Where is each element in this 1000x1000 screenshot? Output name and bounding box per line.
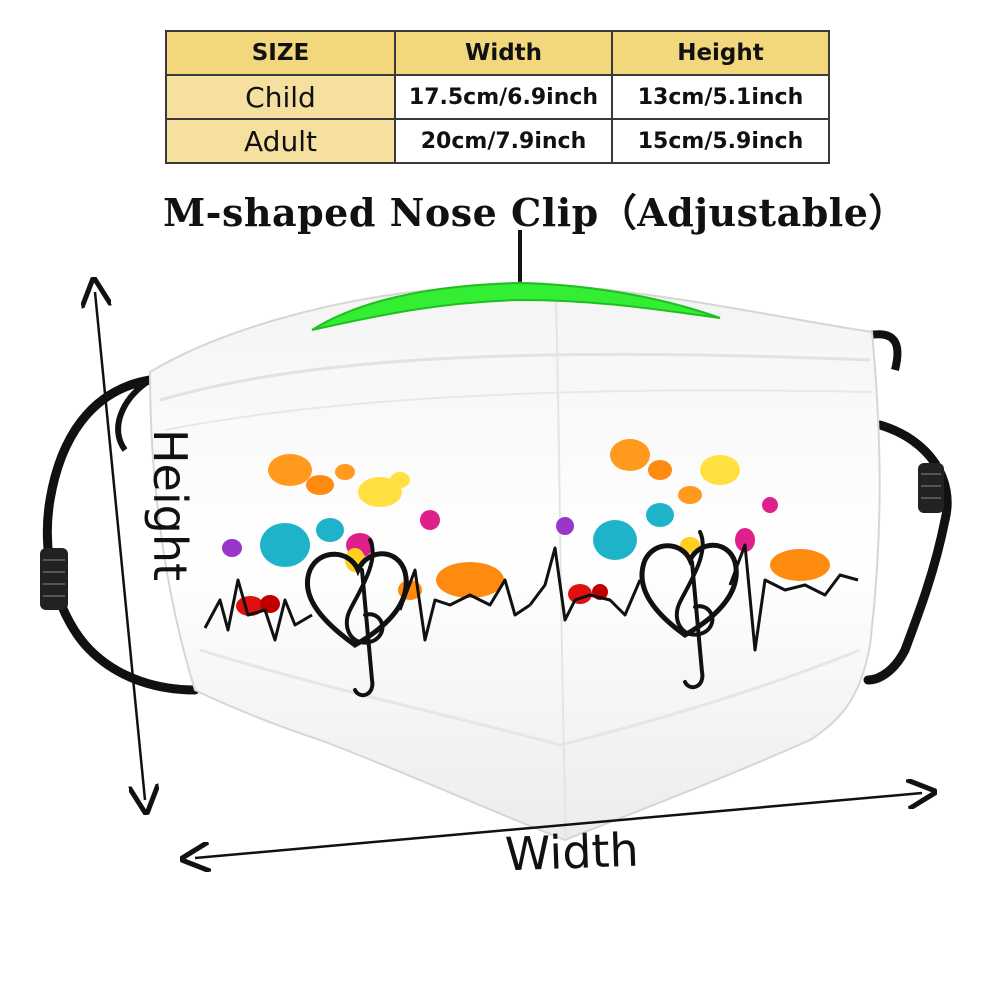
heartbeat-line-icon bbox=[398, 568, 531, 642]
width-value-cell: 20cm/7.9inch bbox=[394, 118, 613, 164]
heartbeat-line-icon bbox=[528, 546, 642, 622]
width-dimension-label: Width bbox=[504, 822, 640, 882]
size-header-cell: SIZE bbox=[165, 30, 396, 76]
heart-treble-clef-icon bbox=[639, 530, 739, 690]
width-value-cell: 17.5cm/6.9inch bbox=[394, 74, 613, 120]
nose-clip-pointer bbox=[518, 230, 522, 282]
size-table-header-row: SIZE Width Height bbox=[165, 30, 830, 76]
width-dimension-arrow bbox=[195, 793, 922, 858]
nose-clip bbox=[311, 281, 721, 331]
left-loop-adjuster bbox=[40, 548, 68, 610]
size-name-cell: Adult bbox=[165, 118, 396, 164]
height-header-cell: Height bbox=[611, 30, 830, 76]
mask-body bbox=[148, 281, 881, 842]
size-name-cell: Child bbox=[165, 74, 396, 120]
table-row: Adult 20cm/7.9inch 15cm/5.9inch bbox=[165, 118, 830, 164]
nose-clip-label: M-shaped Nose Clip（Adjustable） bbox=[163, 190, 907, 235]
heartbeat-line-icon bbox=[203, 578, 313, 642]
width-header-cell: Width bbox=[394, 30, 613, 76]
size-table: SIZE Width Height Child 17.5cm/6.9inch 1… bbox=[165, 30, 830, 164]
height-value-cell: 15cm/5.9inch bbox=[611, 118, 830, 164]
heart-treble-clef-icon bbox=[304, 538, 409, 698]
height-dimension-arrow bbox=[95, 292, 145, 800]
table-row: Child 17.5cm/6.9inch 13cm/5.1inch bbox=[165, 74, 830, 120]
paint-splatter-icon bbox=[222, 454, 504, 616]
height-dimension-label: Height bbox=[143, 428, 197, 582]
paint-splatter-icon bbox=[556, 439, 830, 604]
right-loop-adjuster bbox=[918, 463, 944, 513]
height-value-cell: 13cm/5.1inch bbox=[611, 74, 830, 120]
right-ear-loop bbox=[863, 330, 952, 685]
heartbeat-line-icon bbox=[728, 543, 859, 652]
